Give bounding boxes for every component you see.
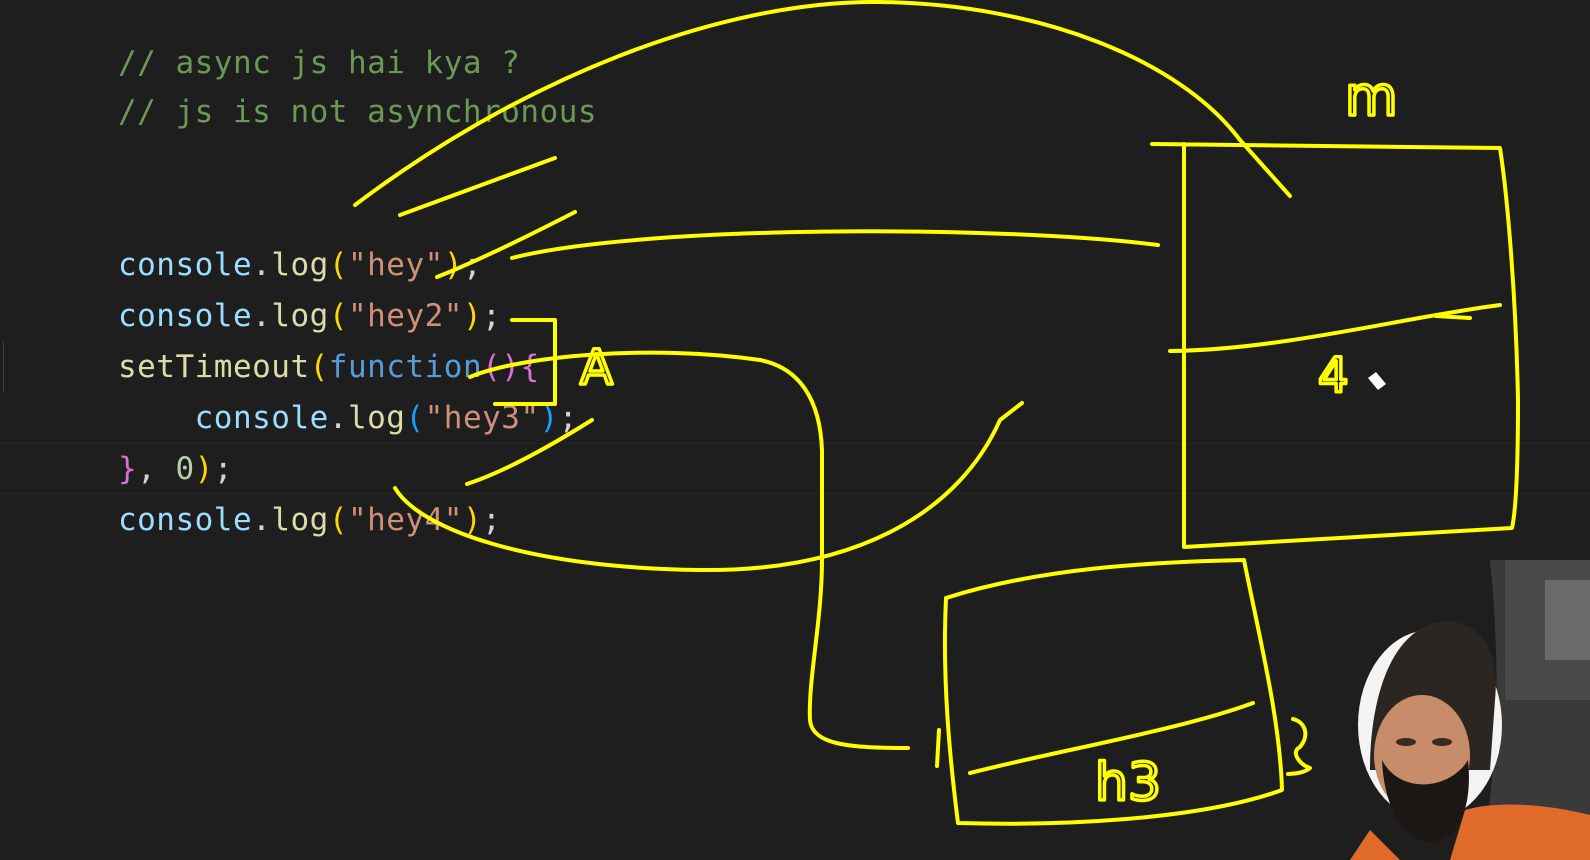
code-line-comment-1[interactable]: // async js hai kya ? <box>3 0 520 81</box>
string-literal: "hey4" <box>347 502 463 538</box>
punctuation: . <box>328 400 348 436</box>
indent-guide <box>3 341 4 392</box>
method-name: log <box>347 400 406 436</box>
code-editor[interactable]: // async js hai kya ? // js is not async… <box>0 0 1590 576</box>
function-name: setTimeout <box>117 349 310 385</box>
brace-mark <box>1286 717 1312 776</box>
code-line-settimeout[interactable]: setTimeout(function(){ <box>3 291 540 385</box>
label-m: m <box>1345 65 1398 128</box>
hey3-stroke <box>468 350 910 750</box>
comment-text: // js is not asynchronous <box>117 94 598 130</box>
queue-box-divider <box>968 701 1255 775</box>
bracket: } <box>117 451 138 487</box>
bracket: ( <box>405 400 425 436</box>
bracket: ) <box>194 451 214 487</box>
punctuation: ; <box>213 451 233 487</box>
queue-box-tick <box>935 728 941 768</box>
bracket: ( <box>328 502 348 538</box>
code-line-comment-2[interactable]: // js is not asynchronous <box>3 36 597 130</box>
memory-box-stroke <box>1150 142 1520 549</box>
bracket-stroke <box>493 318 557 406</box>
bracket: { <box>520 349 540 385</box>
punctuation: . <box>252 298 272 334</box>
code-line-console-hey3[interactable]: console.log("hey3"); <box>3 342 578 436</box>
code-line-close-settimeout[interactable]: }, 0); <box>3 393 233 487</box>
bracket: ) <box>462 298 483 334</box>
label-h3: h3 <box>1095 753 1161 813</box>
punctuation: ; <box>558 400 578 436</box>
tick-stroke-1 <box>398 156 557 217</box>
label-a: A <box>580 340 613 396</box>
pen-cursor-icon <box>1364 372 1386 390</box>
comment-text: // async js hai kya ? <box>117 45 521 81</box>
tick-stroke-2 <box>435 210 577 279</box>
big-arc-stroke <box>353 0 1292 207</box>
arrow-stroke-to-box <box>510 229 1160 260</box>
memory-box-divider <box>1168 303 1502 353</box>
bracket: ( <box>328 247 348 283</box>
bracket: ) <box>462 502 483 538</box>
bracket: ) <box>539 400 559 436</box>
queue-box-stroke <box>942 558 1284 826</box>
presenter-webcam <box>1330 560 1590 860</box>
tick-stroke-3 <box>465 418 594 486</box>
punctuation: . <box>252 247 272 283</box>
punctuation: ; <box>462 247 483 283</box>
punctuation: . <box>252 502 272 538</box>
bracket: ( <box>328 298 348 334</box>
number-literal: 0 <box>175 451 195 487</box>
code-line-console-hey2[interactable]: console.log("hey2"); <box>3 240 501 334</box>
method-name: log <box>271 502 329 538</box>
string-literal: "hey2" <box>347 298 463 334</box>
memory-box-dash <box>1434 314 1472 320</box>
code-line-console-hey4[interactable]: console.log("hey4"); <box>3 444 501 538</box>
code-line-console-hey[interactable]: console.log("hey"); <box>3 189 482 283</box>
hey4-loop-stroke <box>393 401 1024 573</box>
identifier: console <box>194 400 329 436</box>
identifier: console <box>117 247 253 283</box>
punctuation: ; <box>482 298 502 334</box>
webcam-feed <box>1330 560 1590 860</box>
bracket: ( <box>309 349 329 385</box>
punctuation: ; <box>482 502 502 538</box>
method-name: log <box>271 298 329 334</box>
identifier: console <box>117 502 253 538</box>
string-literal: "hey" <box>347 247 444 283</box>
label-4: 4 <box>1318 348 1349 404</box>
identifier: console <box>117 298 253 334</box>
keyword: function <box>328 349 483 385</box>
method-name: log <box>271 247 329 283</box>
punctuation: , <box>137 451 176 487</box>
current-line-highlight <box>0 443 1590 494</box>
